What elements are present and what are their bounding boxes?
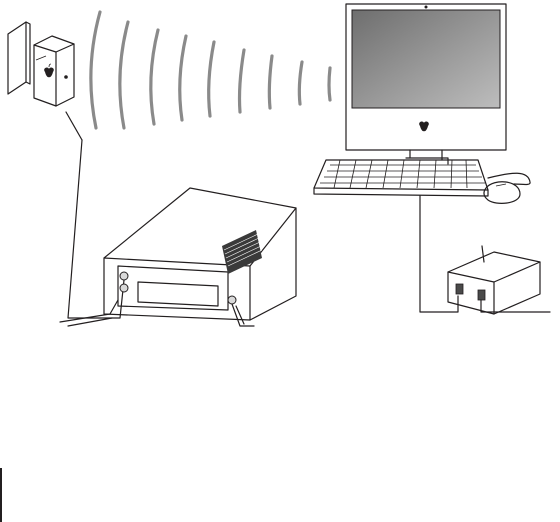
- airport-express: [8, 22, 82, 140]
- stereo-receiver: [104, 188, 296, 326]
- ethernet-cable: [420, 196, 458, 312]
- audio-cable: [68, 140, 124, 318]
- keyboard: [314, 160, 488, 196]
- apple-logo-icon: [419, 122, 429, 132]
- imac: [346, 4, 506, 164]
- wireless-signal: [91, 12, 330, 128]
- mouse: [484, 182, 520, 204]
- apple-logo-icon: [44, 64, 54, 77]
- vent-grille: [222, 230, 262, 274]
- margin-rule: [0, 468, 2, 522]
- broadband-modem: [448, 246, 550, 314]
